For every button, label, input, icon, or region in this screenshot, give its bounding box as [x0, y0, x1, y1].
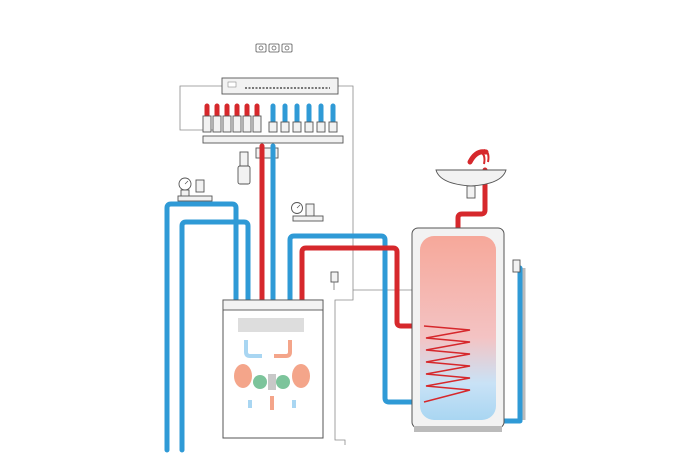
- hot-water-storage-tank: [411, 227, 505, 432]
- manifold-return-valves: [268, 103, 338, 133]
- tank-icon: [420, 236, 496, 420]
- sink-icon: [435, 169, 507, 187]
- safety-group-left: [177, 177, 213, 202]
- control-unit: [221, 77, 339, 95]
- thermostat-icon: [255, 43, 267, 53]
- pipework: [164, 143, 523, 453]
- heat-pump-indoor-unit: [222, 299, 324, 439]
- tap-icon: [479, 149, 490, 165]
- safety-group-center: [291, 202, 324, 222]
- thermostat-icon: [281, 43, 293, 53]
- thermostat-icon: [268, 43, 280, 53]
- heat-pump-icon: [234, 318, 310, 410]
- manifold-supply-valves: [202, 103, 262, 133]
- room-thermostats: [255, 43, 293, 53]
- tap-icon: [512, 259, 521, 273]
- wash-basin: [435, 149, 507, 199]
- pump-icon: [237, 165, 251, 185]
- tap-cold-inlet: [512, 259, 526, 420]
- outdoor-sensor: [330, 271, 339, 290]
- sensor-icon: [330, 271, 339, 283]
- manifold-icon: [202, 135, 344, 144]
- control-box-icon: [227, 81, 330, 89]
- manifold-pump-mixing-group: [237, 147, 279, 185]
- underfloor-manifold: [202, 103, 344, 144]
